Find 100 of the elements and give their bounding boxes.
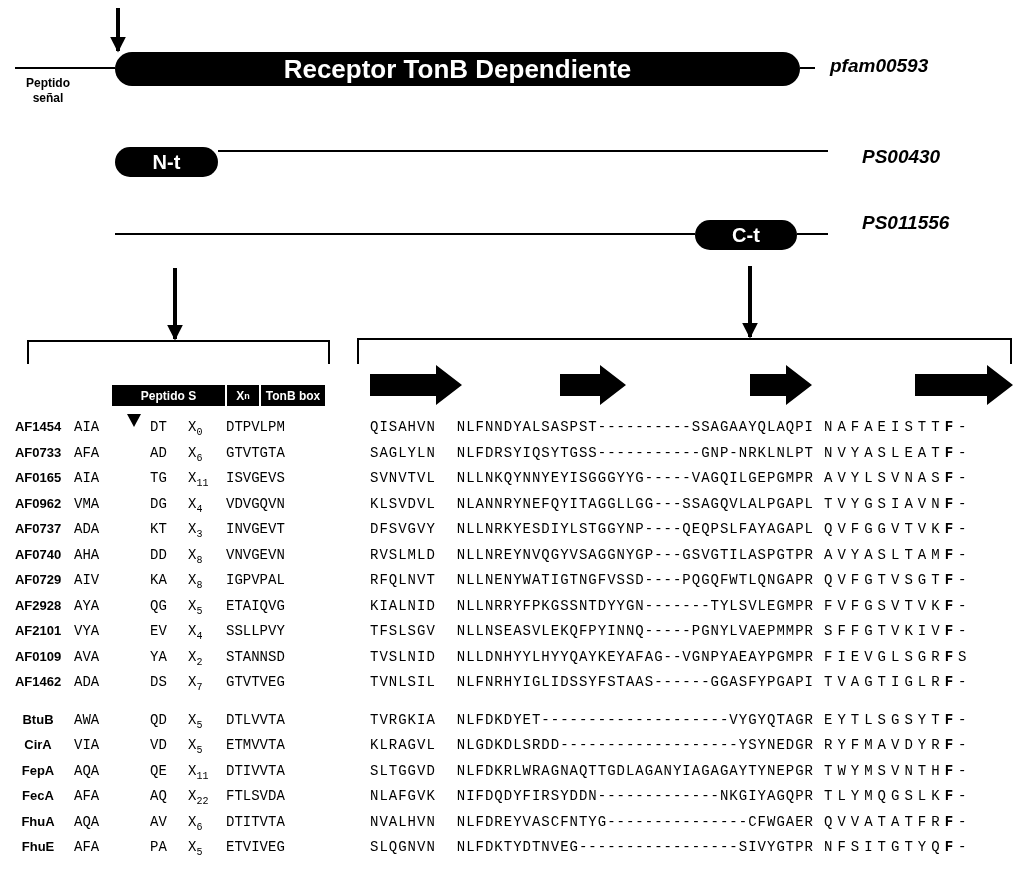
sequence-cell-text: AFA — [74, 443, 101, 462]
sequence-cell-text: NLLNRRYFPKGSSNTDYYGN-------TYLSVLEGMPR — [455, 596, 814, 615]
sequence-cell-text: NLFDKDYET--------------------VYGYQTAGR — [455, 710, 814, 729]
sequence-cell-text: GTVTGTA — [226, 443, 286, 462]
protein-name: BtuB — [21, 710, 55, 729]
sequence-cell-text: NLFDREYVASCFNTYG---------------CFWGAER — [455, 812, 814, 831]
sequence-cell-text: NLLNENYWATIGTNGFVSSD----PQGQFWTLQNGAPR — [455, 571, 814, 589]
protein-name: AF0740 — [13, 545, 63, 564]
protein-name: FhuE — [20, 838, 56, 856]
protein-name: AF1454 — [13, 418, 63, 436]
sequence-cell-text: X$_{11}$ — [188, 469, 210, 491]
sequence-cell-text: VNVGEVN — [226, 545, 286, 564]
sequence-cell-text: INVGEVT — [226, 520, 286, 538]
sequence-cell-text: VD — [150, 736, 168, 754]
sequence-cell-text: DTITVTA — [226, 812, 286, 831]
sequence-cell-text: NLLNRKYESDIYLSTGGYNP----QEQPSLFAYAGAPL — [455, 520, 814, 538]
sequence-cell-text: AD — [150, 443, 168, 462]
sequence-cell-text: RVSLMLD — [370, 545, 437, 564]
accession-label: PS00430 — [862, 146, 941, 168]
protein-name: FecA — [21, 787, 55, 805]
protein-name: CirA — [23, 736, 53, 754]
sequence-cell-text: KT — [150, 520, 168, 538]
sequence-cell-text: X$_{2}$ — [188, 647, 204, 670]
sequence-cell-text: DTPVLPM — [226, 418, 286, 436]
sequence-cell-text: NLANNRYNEFQYITAGGLLGG---SSAGQVLALPGAPL — [455, 494, 814, 513]
sequence-cell-text: X$_{3}$ — [188, 520, 204, 542]
protein-name: AF2101 — [13, 622, 63, 640]
sequence-cell-text: X$_{5}$ — [188, 710, 204, 733]
sequence-cell-text: QD — [150, 710, 168, 729]
sequence-cell-text: EV — [150, 622, 168, 640]
sequence-cell-text: QISAHVN — [370, 418, 437, 436]
arrow — [742, 266, 758, 339]
sequence-cell-text: AQA — [74, 812, 101, 831]
sequence-cell-text: DTIVVTA — [226, 761, 286, 780]
sequence-cell-text: X$_{6}$ — [188, 812, 204, 835]
sequence-cell-text: AIA — [74, 418, 101, 436]
sequence-cell-text: NLGDKDLSRDD-------------------YSYNEDGR — [455, 736, 814, 754]
arrow — [110, 8, 126, 53]
sequence-cell-text: NLFNNDYALSASPST----------SSAGAAYQLAQPI — [455, 418, 814, 436]
sequence-cell-text: TVSLNID — [370, 647, 437, 666]
sequence-cell-text: AIA — [74, 469, 101, 487]
sequence-cell-text: DS — [150, 673, 168, 691]
accession-label: pfam00593 — [830, 55, 929, 77]
sequence-cell-text: AFA — [74, 787, 101, 805]
domain-bar: C-t — [695, 220, 797, 250]
domain-bar: Receptor TonB Dependiente — [115, 52, 800, 86]
sequence-cell-text: X$_{8}$ — [188, 545, 204, 568]
sequence-cell-text: AYA — [74, 596, 101, 615]
sequence-cell-text: NLFDKRLWRAGNAQTTGDLAGANYIAGAGAYTYNEPGR — [455, 761, 814, 780]
sequence-cell-text: VMA — [74, 494, 101, 513]
sequence-cell-text: X$_{22}$ — [188, 787, 210, 809]
sequence-cell-text: AV — [150, 812, 168, 831]
protein-name: AF0165 — [13, 469, 63, 487]
sequence-cell-text: NVALHVN — [370, 812, 437, 831]
sequence-cell-text: DD — [150, 545, 168, 564]
sequence-cell-text: X$_{4}$ — [188, 494, 204, 517]
sequence-cell-text: AIV — [74, 571, 101, 589]
signal-peptide-label: Peptido señal — [25, 76, 71, 106]
protein-name: AF0737 — [13, 520, 63, 538]
sequence-cell-text: KA — [150, 571, 168, 589]
sequence-cell-text: AWA — [74, 710, 101, 729]
protein-name: FepA — [20, 761, 56, 780]
sequence-cell-text: X$_{7}$ — [188, 673, 204, 695]
arrow — [167, 268, 183, 341]
accession-label: PS011556 — [862, 212, 950, 234]
sequence-cell-text: ETAIQVG — [226, 596, 286, 615]
sequence-cell-text: ADA — [74, 673, 101, 691]
sequence-cell-text: X$_{4}$ — [188, 622, 204, 644]
sequence-cell-text: NLLNKQYNNYEYISGGGYYG-----VAGQILGEPGMPR — [455, 469, 814, 487]
sequence-cell-text: ISVGEVS — [226, 469, 286, 487]
sequence-cell-text: VDVGQVN — [226, 494, 286, 513]
sequence-cell-text: SLQGNVN — [370, 838, 437, 856]
protein-name: AF2928 — [13, 596, 63, 615]
sequence-cell-text: VYA — [74, 622, 101, 640]
sequence-cell-text: NLLNSEASVLEKQFPYINNQ-----PGNYLVAEPMMPR — [455, 622, 814, 640]
column-header: TonB box — [261, 385, 325, 406]
sequence-cell-text: NIFDQDYFIRSYDDN-------------NKGIYAGQPR — [455, 787, 814, 805]
sequence-cell-text: AQ — [150, 787, 168, 805]
bracket — [357, 338, 1012, 364]
sequence-cell-text: SAGLYLN — [370, 443, 437, 462]
sequence-cell-text: GTVTVEG — [226, 673, 286, 691]
sequence-cell-text: KLSVDVL — [370, 494, 437, 513]
sequence-cell-text: DTLVVTA — [226, 710, 286, 729]
sequence-cell-text: DG — [150, 494, 168, 513]
sequence-cell-text: KLRAGVL — [370, 736, 437, 754]
sequence-cell-text: PA — [150, 838, 168, 856]
protein-name: AF1462 — [13, 673, 63, 691]
sequence-cell-text: NLLNREYNVQGYVSAGGNYGP---GSVGTILASPGTPR — [455, 545, 814, 564]
sequence-cell-text: NLFNRHYIGLIDSSYFSTAAS------GGASFYPGAPI — [455, 673, 814, 691]
protein-name: AF0729 — [13, 571, 63, 589]
sequence-cell-text: X$_{5}$ — [188, 736, 204, 758]
sequence-cell-text: RFQLNVT — [370, 571, 437, 589]
sequence-cell-text: SLTGGVD — [370, 761, 437, 780]
sequence-cell-text: X$_{11}$ — [188, 761, 210, 784]
sequence-cell-text: QG — [150, 596, 168, 615]
protein-name: AF0733 — [13, 443, 63, 462]
bracket — [27, 340, 330, 364]
sequence-cell-text: DFSVGVY — [370, 520, 437, 538]
sequence-cell-text: FTLSVDA — [226, 787, 286, 805]
sequence-cell-text: AQA — [74, 761, 101, 780]
